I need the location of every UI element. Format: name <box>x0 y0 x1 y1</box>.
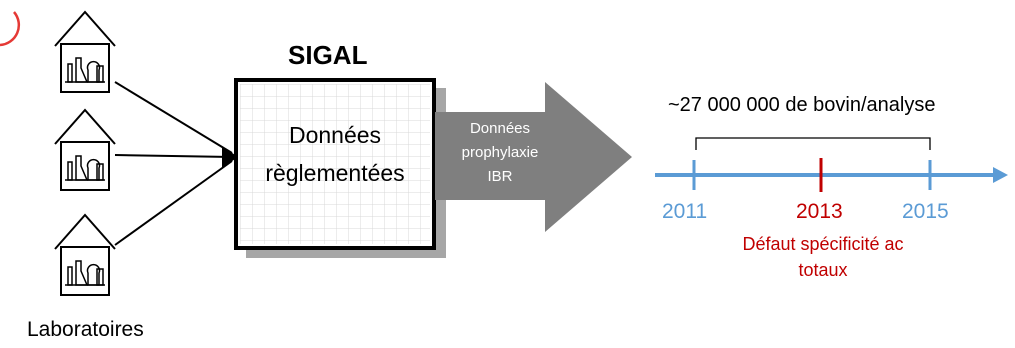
sigal-title: SIGAL <box>288 40 368 70</box>
event-note-line1: Défaut spécificité ac <box>742 234 904 254</box>
sigal-box-line2: règlementées <box>265 160 405 186</box>
range-label: ~27 000 000 de bovin/analyse <box>668 94 936 116</box>
start-year-label: 2011 <box>662 200 708 223</box>
flow-arrow-line2: prophylaxie <box>461 144 539 161</box>
laboratory-building-icon <box>54 109 116 191</box>
laboratory-building-icon <box>54 11 116 93</box>
lab-to-sigal-connector <box>114 160 233 246</box>
end-year-label: 2015 <box>902 200 949 223</box>
data-flow-arrow <box>435 82 632 232</box>
lab-to-sigal-connector <box>114 154 233 158</box>
flow-arrow-line1: Données <box>469 120 531 137</box>
laboratories-label: Laboratoires <box>27 318 144 341</box>
sigal-box-line1: Données <box>288 122 382 148</box>
flow-arrow-line3: IBR <box>487 168 513 185</box>
event-note-line2: totaux <box>798 260 848 280</box>
connector-arrowhead-icon <box>222 146 238 168</box>
circle-marker-icon <box>0 11 21 47</box>
event-year-label: 2013 <box>796 200 843 223</box>
range-bracket <box>695 137 931 150</box>
lab-to-sigal-connector <box>114 81 233 154</box>
timeline-arrowhead-icon <box>993 167 1008 183</box>
laboratory-building-icon <box>54 214 116 296</box>
